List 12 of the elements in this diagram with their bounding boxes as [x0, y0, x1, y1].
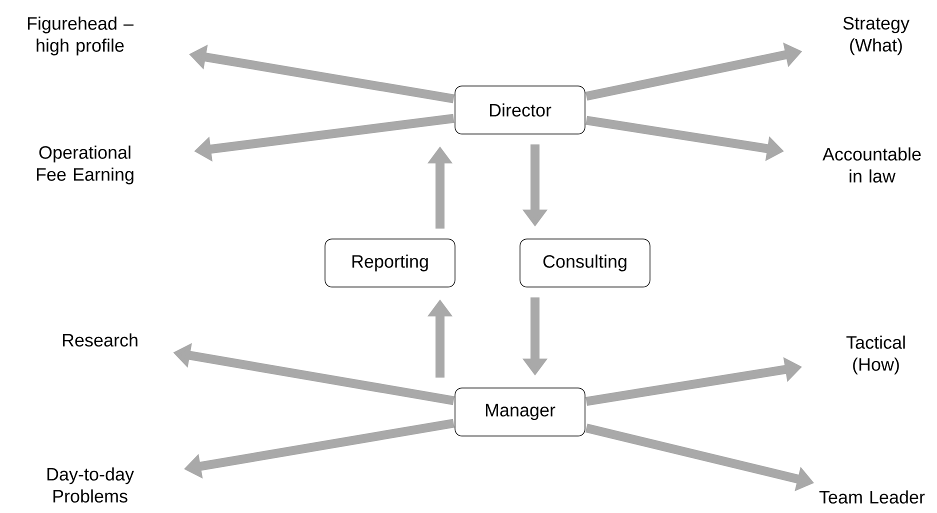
text-label: Research [62, 333, 138, 347]
text-label: Day-to-day Problems [47, 467, 134, 503]
labeled-box: Reporting [324, 238, 456, 288]
labeled-box: Manager [454, 388, 586, 436]
text-label: Strategy (What) [843, 16, 910, 56]
labeled-box: Consulting [520, 238, 650, 288]
text-label: Figurehead – high profile [28, 16, 134, 56]
text-label: Operational Fee Earning [36, 146, 134, 184]
text-label: Tactical (How) [846, 336, 905, 374]
labeled-box: Director [454, 86, 586, 134]
text-label: Team Leader [819, 490, 925, 504]
text-label: Accountable in law [822, 147, 921, 183]
